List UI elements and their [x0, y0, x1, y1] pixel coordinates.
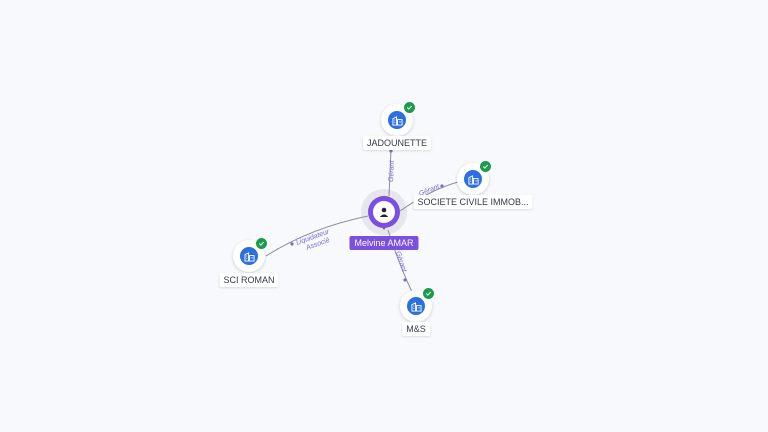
person-icon: [373, 201, 395, 223]
verified-check-icon: [403, 101, 416, 114]
edge-label-ms: Gérant: [394, 250, 408, 274]
company-label-sci-roman[interactable]: SCI ROMAN: [219, 273, 279, 287]
person-name-label[interactable]: Melvine AMAR: [349, 236, 419, 250]
edge-arrow-sci-civile: [440, 184, 444, 188]
company-node-sci-civile[interactable]: [457, 160, 492, 195]
building-icon: [464, 170, 482, 188]
pin-tip: [379, 223, 389, 230]
verified-check-icon: [422, 287, 435, 300]
building-icon: [388, 111, 406, 129]
verified-check-icon: [479, 160, 492, 173]
building-icon: [407, 297, 425, 315]
edge-jadounette: [388, 149, 392, 197]
edge-arrow-sci-roman: [290, 242, 294, 246]
company-node-ms[interactable]: [400, 287, 435, 322]
edge-arrow-jadounette: [389, 149, 393, 153]
company-node-jadounette[interactable]: [381, 101, 416, 136]
edge-arrow-ms: [403, 278, 407, 282]
edge-label-jadounette: Gérant: [388, 159, 396, 182]
company-label-sci-civile[interactable]: SOCIETE CIVILE IMMOB...: [413, 195, 533, 209]
verified-check-icon: [255, 237, 268, 250]
building-icon: [240, 247, 258, 265]
company-label-ms[interactable]: M&S: [402, 322, 430, 336]
edge-ms: [387, 229, 413, 293]
edge-sci-civile: [399, 181, 459, 212]
person-node[interactable]: [368, 196, 400, 230]
company-node-sci-roman[interactable]: [233, 237, 268, 272]
edge-sci-roman: [265, 215, 369, 257]
company-label-jadounette[interactable]: JADOUNETTE: [362, 136, 432, 150]
